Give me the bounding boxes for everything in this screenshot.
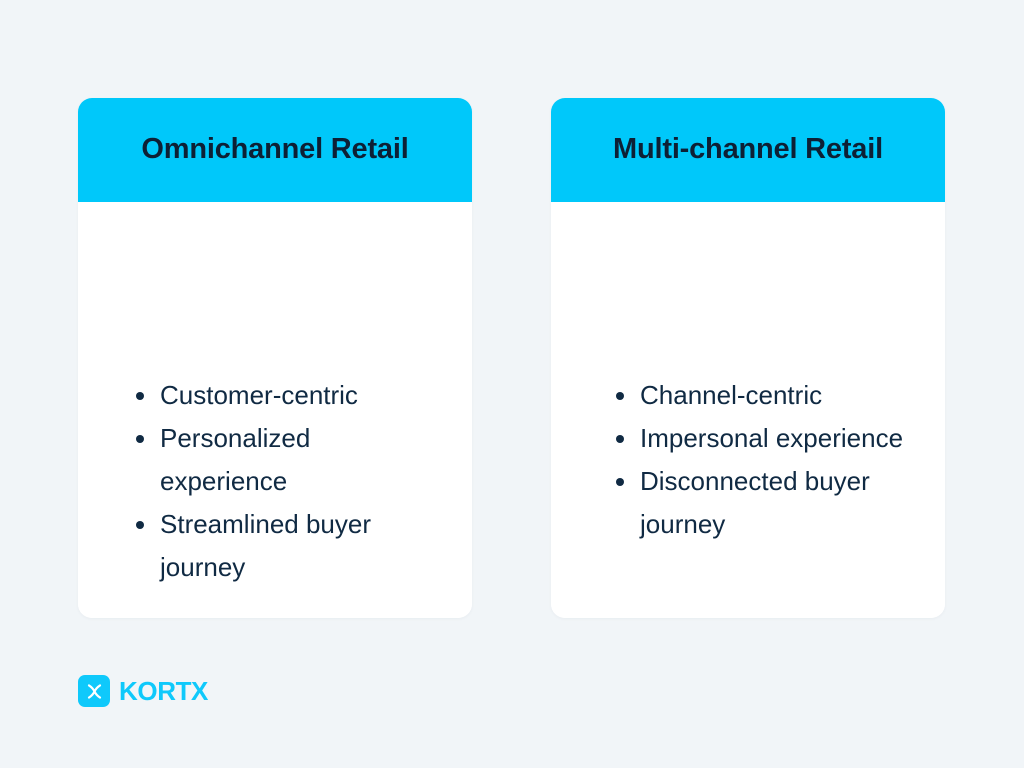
card-body-omnichannel: Customer-centric Personalized experience…: [78, 202, 472, 618]
bullet-dot-icon: [616, 478, 624, 486]
comparison-card-omnichannel: Omnichannel Retail Customer-centric Pers…: [78, 98, 472, 618]
bullet-dot-icon: [136, 435, 144, 443]
bullet-dot-icon: [136, 392, 144, 400]
bullet-list-omnichannel: Customer-centric Personalized experience…: [78, 374, 472, 589]
list-item-label: Streamlined buyer journey: [160, 509, 371, 582]
list-item-label: Personalized experience: [160, 423, 311, 496]
card-body-multichannel: Channel-centric Impersonal experience Di…: [551, 202, 945, 618]
card-title: Multi-channel Retail: [613, 133, 883, 166]
bullet-list-multichannel: Channel-centric Impersonal experience Di…: [551, 374, 945, 546]
list-item-label: Disconnected buyer journey: [640, 466, 870, 539]
list-item-label: Customer-centric: [160, 380, 358, 410]
list-item: Streamlined buyer journey: [136, 503, 442, 589]
brand-wordmark: KORTX: [119, 676, 209, 706]
brand-logo: KORTX: [78, 675, 208, 707]
list-item-label: Channel-centric: [640, 380, 823, 410]
bullet-dot-icon: [616, 392, 624, 400]
card-header-multichannel: Multi-channel Retail: [551, 98, 945, 202]
list-item: Disconnected buyer journey: [616, 460, 923, 546]
list-item: Customer-centric: [136, 374, 442, 417]
list-item: Personalized experience: [136, 417, 442, 503]
list-item: Channel-centric: [616, 374, 923, 417]
kortx-x-icon: [78, 675, 110, 707]
bullet-dot-icon: [136, 521, 144, 529]
card-title: Omnichannel Retail: [141, 133, 409, 166]
card-header-omnichannel: Omnichannel Retail: [78, 98, 472, 202]
list-item-label: Impersonal experience: [640, 423, 904, 453]
comparison-card-multichannel: Multi-channel Retail Channel-centric Imp…: [551, 98, 945, 618]
bullet-dot-icon: [616, 435, 624, 443]
list-item: Impersonal experience: [616, 417, 923, 460]
